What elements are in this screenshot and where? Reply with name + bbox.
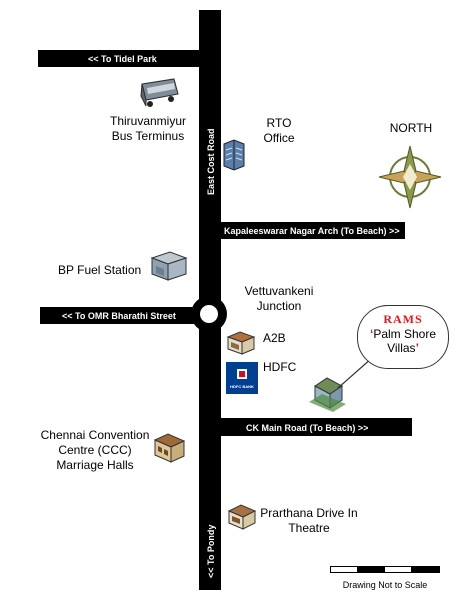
bus-icon [140, 78, 179, 107]
road-label-tidel-park: << To Tidel Park [88, 54, 158, 64]
quote-open: ‘ [369, 327, 374, 341]
a2b-label: A2B [263, 331, 286, 345]
fuel-station-icon [150, 251, 188, 281]
ccc-label: Chennai Convention Centre (CCC) Marriage… [36, 428, 154, 473]
fuel-station-label: BP Fuel Station [58, 263, 142, 277]
rto-office-label: RTO Office [256, 116, 302, 146]
road-label-omr: << To OMR Bharathi Street [62, 311, 176, 321]
scale-bar [330, 566, 440, 574]
project-callout: RAMS ‘Palm Shore Villas’ [357, 305, 449, 369]
theatre-line2: Theatre [288, 521, 330, 535]
theatre-icon [227, 504, 257, 530]
junction-label: Vettuvankeni Junction [236, 284, 322, 314]
road-label-ck-main: CK Main Road (To Beach) >> [246, 423, 368, 433]
project-name-line1: ‘Palm Shore [358, 327, 448, 341]
ccc-line1: Chennai Convention [40, 428, 150, 442]
ccc-line2: Centre (CCC) [58, 443, 132, 457]
tidel-park-road [38, 50, 221, 67]
compass-icon [378, 145, 442, 209]
scale-note: Drawing Not to Scale [342, 580, 428, 590]
junction-line2: Junction [256, 299, 302, 313]
bus-terminus-line1: Thiruvanmiyur [109, 114, 187, 128]
junction-line1: Vettuvankeni [244, 284, 314, 298]
villa-icon [309, 377, 346, 412]
theatre-label: Prarthana Drive In Theatre [254, 506, 364, 536]
hdfc-logo: HDFC BANK [226, 362, 258, 394]
hdfc-logo-text: HDFC BANK [230, 384, 254, 389]
road-label-pondy: << To Pondy [206, 525, 216, 578]
theatre-line1: Prarthana Drive In [260, 506, 358, 520]
bus-terminus-label: Thiruvanmiyur Bus Terminus [100, 114, 196, 144]
project-brand: RAMS [383, 312, 423, 326]
a2b-icon [226, 331, 256, 355]
bus-terminus-line2: Bus Terminus [111, 129, 185, 143]
ccc-icon [153, 433, 186, 463]
omr-road [40, 307, 221, 324]
quote-close: ’ [415, 341, 419, 355]
road-label-ecr: East Cost Road [206, 128, 216, 195]
rto-line1: RTO [266, 116, 292, 130]
road-label-kapaleeswarar: Kapaleeswarar Nagar Arch (To Beach) >> [224, 226, 400, 236]
rto-office-icon [223, 139, 245, 171]
ck-main-road [199, 418, 412, 436]
callout-pointer [337, 357, 373, 389]
north-label: NORTH [389, 121, 433, 135]
project-name-line2: Villas’ [358, 341, 448, 355]
project-name-text1: Palm Shore [373, 327, 437, 341]
kapaleeswarar-road [199, 222, 405, 239]
project-name-text2: Villas [387, 341, 416, 355]
hdfc-label: HDFC [263, 360, 297, 374]
rto-line2: Office [263, 131, 295, 145]
ccc-line3: Marriage Halls [56, 458, 134, 472]
